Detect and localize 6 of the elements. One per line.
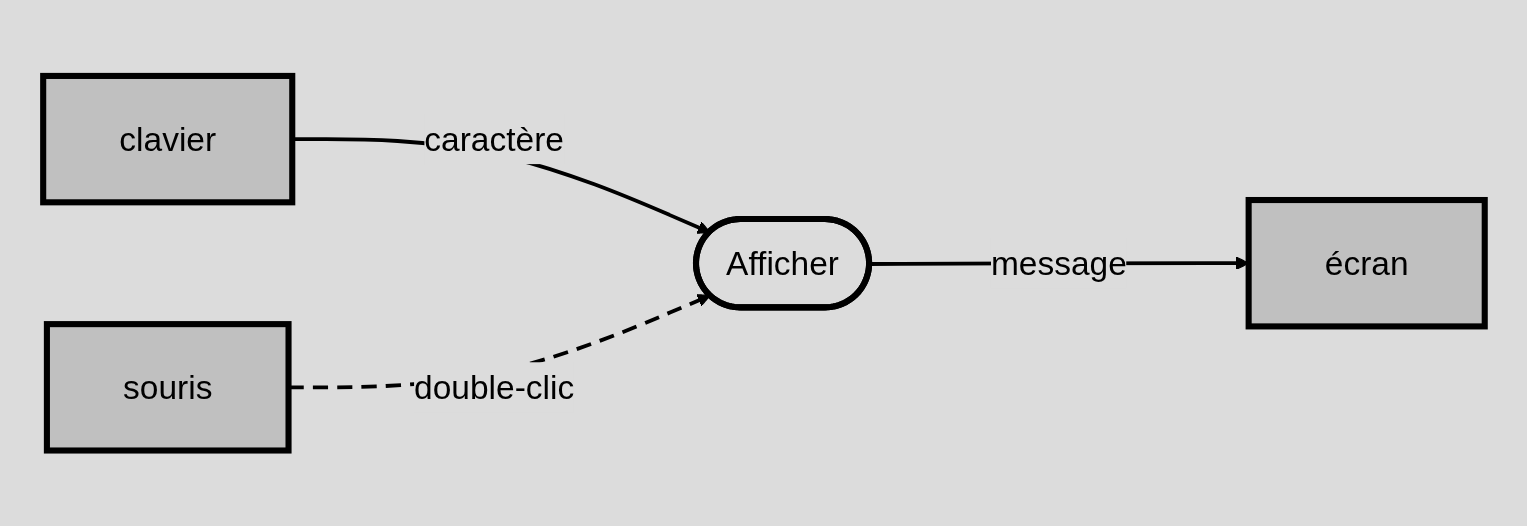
node-box: clavier bbox=[39, 72, 295, 206]
node-box: écran bbox=[1245, 196, 1488, 330]
edge-label: message bbox=[990, 243, 1127, 283]
edge-label: caractère bbox=[423, 119, 564, 158]
edge-label: double-clic bbox=[413, 368, 574, 407]
node-box: souris bbox=[43, 320, 292, 454]
